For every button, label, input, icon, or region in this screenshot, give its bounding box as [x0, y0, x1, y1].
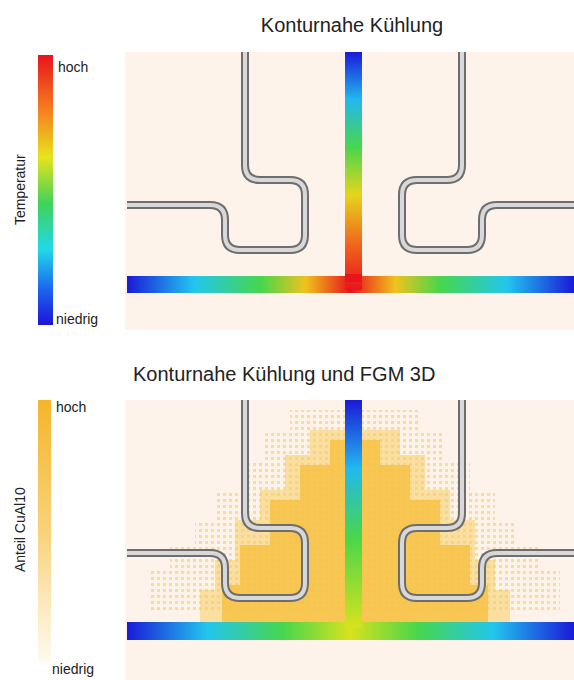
- mold-panel: [125, 400, 574, 680]
- cavity-junction: [345, 274, 362, 282]
- cooling-pipe-inner: [402, 52, 574, 250]
- panel-heading: Konturnahe Kühlung: [261, 14, 443, 36]
- axis-label: Anteil CuAl10: [12, 488, 27, 573]
- temperature-colorbar: [38, 55, 53, 325]
- cooling-pipe-inner: [127, 52, 305, 250]
- cavity-channel: [345, 400, 362, 628]
- panel-heading: Konturnahe Kühlung und FGM 3D: [133, 363, 435, 385]
- cooling-pipe: [127, 52, 305, 250]
- scale-label: hoch: [58, 60, 88, 75]
- cooling-pipe: [127, 400, 305, 598]
- cual10-colorbar: [38, 400, 51, 662]
- cooling-pipe: [402, 52, 574, 250]
- cooling-pipe: [402, 400, 574, 598]
- cooling-pipe-inner: [402, 400, 574, 598]
- scale-label: niedrig: [56, 312, 98, 327]
- scale-label: niedrig: [52, 662, 94, 677]
- axis-label: Temperatur: [12, 155, 27, 226]
- scale-label: hoch: [56, 400, 86, 415]
- mold-panel: [125, 52, 574, 330]
- cooling-pipe-inner: [127, 400, 305, 598]
- cavity-channel: [345, 52, 362, 290]
